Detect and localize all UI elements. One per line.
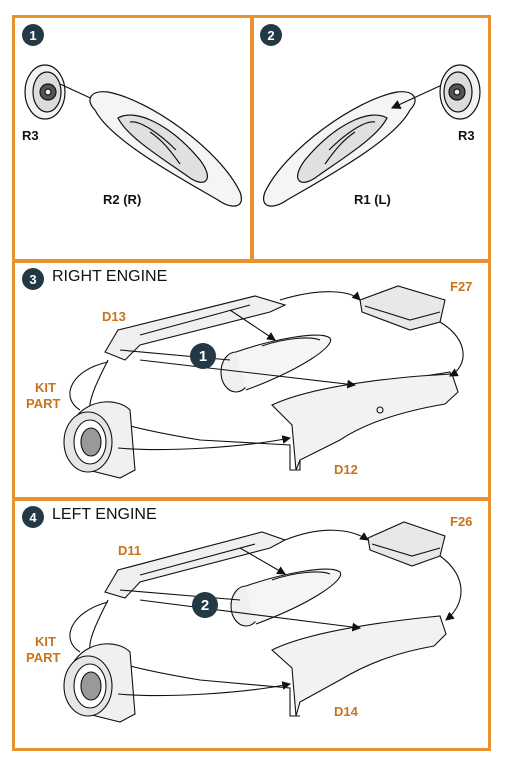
kit-part-engine-left	[63, 643, 136, 723]
d12-part	[271, 373, 459, 471]
step-3-title: RIGHT ENGINE	[52, 268, 168, 285]
substep-1-badge: 1	[190, 343, 216, 369]
step4-drawing	[63, 521, 462, 723]
step-2-badge: 2	[260, 24, 282, 46]
d13-part	[104, 295, 287, 361]
f26-part	[367, 521, 446, 567]
label-f26: F26	[450, 514, 473, 529]
step-4-badge: 4	[22, 506, 44, 528]
step1-drawing	[24, 64, 242, 207]
step-4-title: LEFT ENGINE	[52, 506, 157, 523]
r3-disc-right	[439, 64, 481, 120]
label-kit-left: KIT	[35, 634, 56, 649]
label-d11: D11	[118, 543, 142, 558]
d14-part	[271, 615, 447, 717]
step-1-badge: 1	[22, 24, 44, 46]
label-part-right: PART	[26, 396, 61, 411]
label-d14: D14	[334, 704, 358, 719]
step3-drawing	[63, 285, 464, 479]
label-r3-left: R3	[22, 128, 39, 143]
label-part-left: PART	[26, 650, 61, 665]
intake-assembly-1	[220, 334, 332, 393]
label-r1: R1 (L)	[354, 192, 391, 207]
substep-2-badge: 2	[192, 592, 218, 618]
label-r2: R2 (R)	[103, 192, 142, 207]
label-kit-right: KIT	[35, 380, 56, 395]
label-d13: D13	[102, 309, 126, 324]
r3-disc-left	[24, 64, 66, 120]
kit-part-engine-right	[63, 401, 136, 479]
step-3-badge: 3	[22, 268, 44, 290]
r2-intake	[89, 91, 242, 207]
r1-intake	[263, 91, 416, 207]
label-d12: D12	[334, 462, 358, 477]
panel-step-4	[12, 498, 491, 751]
step2-drawing	[263, 64, 481, 207]
label-r3-right: R3	[458, 128, 475, 143]
intake-assembly-2	[230, 568, 342, 627]
label-f27: F27	[450, 279, 473, 294]
